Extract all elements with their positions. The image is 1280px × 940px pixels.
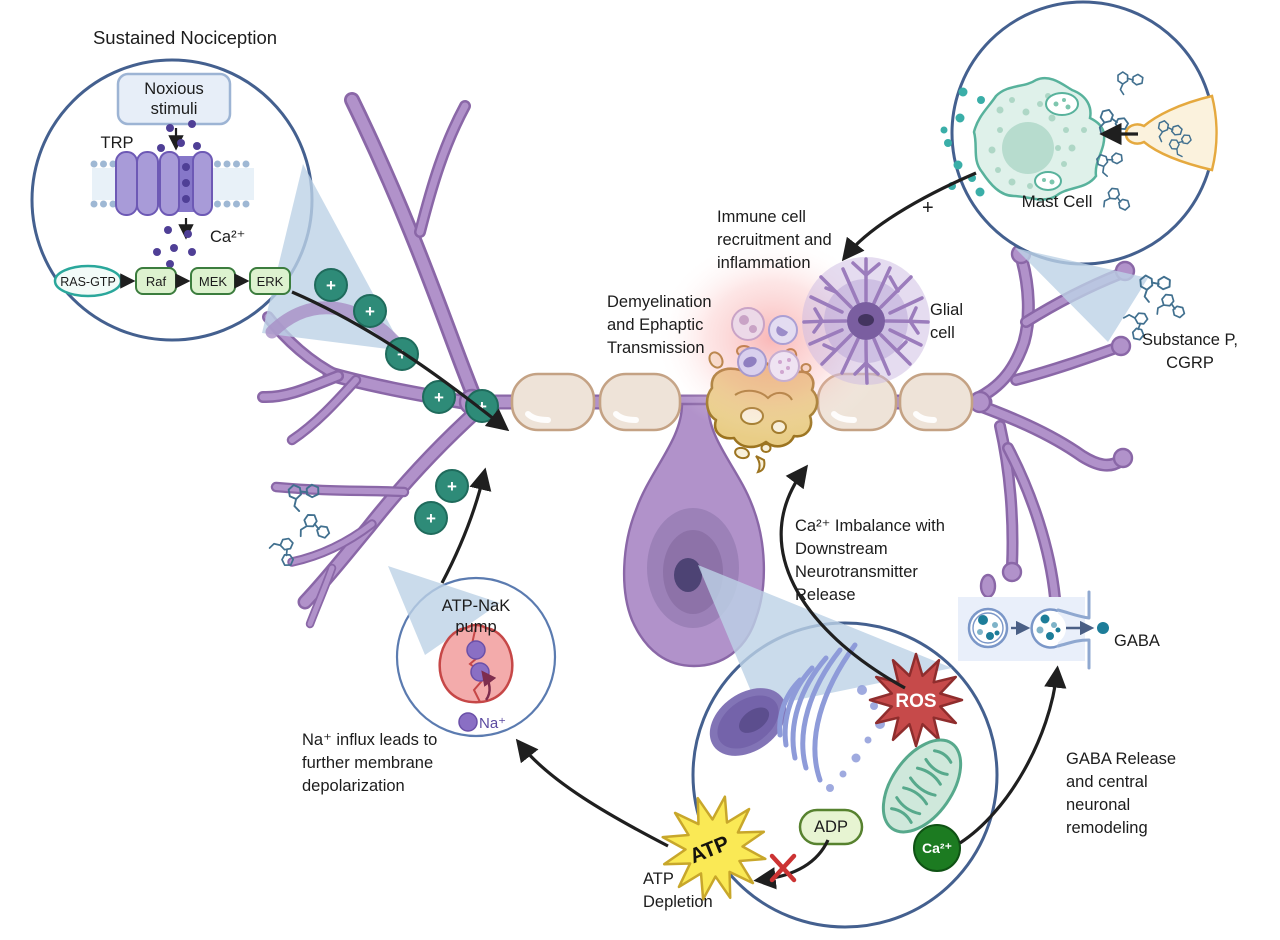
substance-line-1: Substance P, (1142, 331, 1238, 349)
atp-depletion-line-2: Depletion (643, 893, 713, 911)
zoom-cone-soma (698, 565, 952, 708)
mast-to-glial-arrow (841, 171, 977, 262)
adp-label: ADP (814, 818, 848, 836)
glial-nucleus (858, 314, 874, 326)
plus-marker: + (447, 477, 457, 496)
ca-ions-above (157, 120, 201, 152)
noxious-line-1: Noxious (144, 80, 204, 98)
immune-line-1: Immune cell (717, 208, 806, 226)
demyelination-line-2: and Ephaptic (607, 316, 703, 334)
gaba-release-line-3: neuronal (1066, 796, 1130, 814)
blocked-icon (769, 853, 797, 883)
substance-line-2: CGRP (1166, 354, 1214, 372)
immune-cells (731, 307, 800, 382)
demyelination-line-1: Demyelination (607, 293, 712, 311)
gaba-release-line-4: remodeling (1066, 819, 1148, 837)
nucleolus (674, 558, 702, 592)
raf-label: Raf (146, 274, 167, 289)
mast-cell-label: Mast Cell (1022, 192, 1093, 211)
glial-cell (802, 257, 930, 385)
demyelination-line-3: Transmission (607, 339, 705, 357)
mast-cell (972, 76, 1106, 201)
na-influx-line-3: depolarization (302, 777, 405, 795)
ca-imbalance-arrow (779, 464, 906, 690)
na-influx-line-1: Na⁺ influx leads to (302, 731, 437, 749)
gaba-synapse: GABA (958, 590, 1160, 670)
sodium-label: Na⁺ (479, 715, 506, 732)
plus-marker: + (426, 509, 436, 528)
ca-label: Ca²⁺ (210, 228, 245, 246)
ca-to-gaba-arrow (959, 665, 1067, 845)
zoom-cone-pump (388, 566, 500, 655)
ca-imbalance-line-2: Downstream (795, 540, 888, 558)
gaba-release-line-1: GABA Release (1066, 750, 1176, 768)
plus-marker: + (397, 345, 407, 364)
zoom-cone-mast (1015, 248, 1148, 342)
ca-ions-below (153, 226, 196, 268)
mek-label: MEK (199, 274, 228, 289)
plus-marker: + (477, 397, 487, 416)
calcium-label: Ca²⁺ (922, 840, 952, 856)
gaba-release-line-2: and central (1066, 773, 1148, 791)
ca-imbalance-line-3: Neurotransmitter (795, 563, 918, 581)
dendrite-to-axon-arrow (440, 467, 492, 584)
mast-nucleus (1002, 122, 1054, 174)
mapk-pathway: RAS-GTP Raf MEK ERK (53, 264, 291, 298)
immune-line-3: inflammation (717, 254, 811, 272)
immune-line-2: recruitment and (717, 231, 832, 249)
adp-pill (798, 808, 864, 846)
ras-gtp-label: RAS-GTP (60, 275, 116, 289)
sensitization-markers: + + + + + + + (314, 268, 499, 535)
plus-marker: + (365, 302, 375, 321)
figure-title: Sustained Nociception (93, 27, 277, 48)
flow-arrows (291, 171, 1067, 890)
endoplasmic-reticulum-icon (777, 642, 885, 792)
noxious-line-2: stimuli (151, 100, 198, 118)
pump-arrow (481, 670, 497, 701)
vesicle-icon (967, 607, 1009, 649)
trp-channel-icon (115, 151, 213, 216)
trp-label: TRP (101, 134, 134, 152)
gaba-label: GABA (1114, 632, 1160, 650)
mast-plus-label: + (922, 197, 934, 219)
plus-marker: + (434, 388, 444, 407)
noxious-stimuli-box (116, 72, 232, 126)
pump-title-2: pump (455, 618, 496, 636)
atp-to-depolarization-arrow (515, 738, 669, 848)
molecule-icon (294, 511, 334, 550)
glial-line-1: Glial (930, 301, 963, 319)
ca-imbalance-line-1: Ca²⁺ Imbalance with (795, 517, 945, 535)
molecule-icon (1151, 291, 1190, 329)
erk-to-axon-arrow (291, 290, 510, 432)
calcium-ion-badge (913, 824, 961, 872)
mitochondria-icon (881, 738, 963, 834)
ca-imbalance-line-4: Release (795, 586, 856, 604)
plus-marker: + (326, 276, 336, 295)
atp-depletion-line-1: ATP (643, 870, 674, 888)
mast-cell-inset: Mast Cell (940, 0, 1218, 266)
ros-label: ROS (895, 691, 936, 712)
annotation-labels: Immune cell recruitment and inflammation… (302, 197, 1238, 911)
cell-interior-inset: ROS Ca²⁺ ADP (691, 565, 999, 929)
pump-title-1: ATP-NaK (442, 597, 510, 615)
erk-label: ERK (257, 274, 284, 289)
sodium-ion (458, 712, 478, 732)
nucleus-icon (709, 688, 787, 756)
pump-inset: Na⁺ ATP-NaK pump (388, 566, 557, 738)
gaba-molecule-dot (1097, 622, 1109, 634)
nerve-terminal (1124, 94, 1218, 172)
glial-line-2: cell (930, 324, 955, 342)
na-influx-line-2: further membrane (302, 754, 433, 772)
